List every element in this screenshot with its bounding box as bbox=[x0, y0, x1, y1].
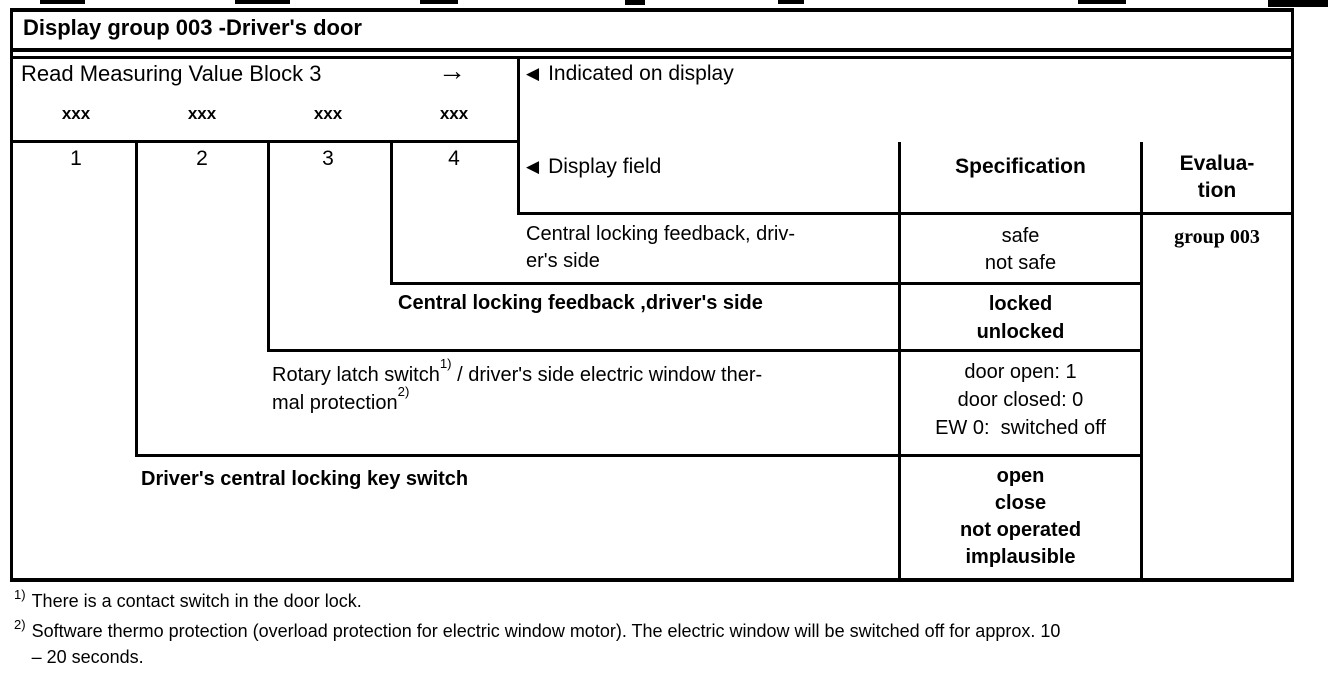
field-number-row: 1 2 3 4 bbox=[13, 147, 517, 171]
display-field-label: ◀Display field bbox=[526, 155, 662, 178]
scan-artifact bbox=[235, 0, 290, 4]
indicated-on-display-label: ◀Indicated on display bbox=[526, 62, 734, 85]
footnote-ref: 2) bbox=[397, 383, 410, 399]
footnote-marker: 1) bbox=[14, 587, 26, 602]
read-box-bottom-border bbox=[10, 140, 520, 143]
display-field-box-left-border bbox=[517, 56, 520, 215]
footnote-text: There is a contact switch in the door lo… bbox=[31, 591, 362, 611]
row-specification: safe not safe bbox=[984, 225, 1057, 274]
field-number: 3 bbox=[322, 147, 334, 170]
scan-artifact bbox=[625, 0, 645, 5]
row-specification: open close not operated implausible bbox=[959, 465, 1082, 568]
outer-top-border bbox=[10, 8, 1294, 12]
scan-artifact bbox=[1078, 0, 1126, 4]
row-1-bottom-border bbox=[390, 282, 1143, 285]
footnote-1: 1) There is a contact switch in the door… bbox=[14, 587, 362, 614]
field-number: 2 bbox=[196, 147, 208, 170]
col-divider-1-2 bbox=[135, 140, 138, 457]
right-arrow-icon: → bbox=[438, 55, 466, 86]
col-divider-2-3 bbox=[267, 140, 270, 352]
row-description: Central locking feedback, driv- er's sid… bbox=[526, 223, 796, 272]
evaluation-value: group 003 bbox=[1174, 226, 1260, 248]
scan-artifact bbox=[40, 0, 85, 4]
row-specification: locked unlocked bbox=[976, 293, 1065, 343]
row-specification: door open: 1 door closed: 0 EW 0: switch… bbox=[935, 361, 1106, 439]
row-3-bottom-border bbox=[135, 454, 1143, 457]
outer-right-border bbox=[1291, 8, 1294, 582]
header-row-bottom-border bbox=[517, 212, 1294, 215]
scan-artifact bbox=[778, 0, 804, 4]
field-number: 4 bbox=[448, 147, 460, 170]
row-description: Central locking feedback ,driver's side bbox=[398, 292, 763, 314]
outer-bottom-border bbox=[10, 578, 1294, 582]
footnote-marker: 2) bbox=[14, 617, 26, 632]
description-line: Rotary latch switch1) / driver's side el… bbox=[272, 355, 763, 386]
title-bottom-border bbox=[10, 48, 1294, 52]
field-number: 1 bbox=[70, 147, 82, 170]
row-description: Driver's central locking key switch bbox=[141, 468, 469, 490]
table-title: Display group 003 -Driver's door bbox=[23, 15, 362, 40]
value-placeholder-row: xxx xxx xxx xxx bbox=[13, 104, 517, 124]
description-line: mal protection2) bbox=[272, 383, 410, 414]
read-block-label: Read Measuring Value Block 3 bbox=[21, 61, 322, 86]
evaluation-header: Evalua- tion bbox=[1179, 152, 1255, 202]
row-description: Rotary latch switch1) / driver's side el… bbox=[272, 355, 896, 417]
footnote-text: Software thermo protection (overload pro… bbox=[31, 621, 1061, 667]
pointer-left-icon: ◀ bbox=[526, 64, 540, 83]
eval-column-divider bbox=[1140, 142, 1143, 578]
row-2-bottom-border bbox=[267, 349, 1143, 352]
scan-artifact bbox=[420, 0, 458, 4]
value-placeholder: xxx bbox=[61, 104, 91, 123]
outer-left-border bbox=[10, 8, 13, 582]
footnote-ref: 1) bbox=[439, 355, 452, 371]
pointer-left-icon: ◀ bbox=[526, 157, 540, 176]
specification-header: Specification bbox=[955, 155, 1086, 178]
value-placeholder: xxx bbox=[439, 104, 469, 123]
footnote-2: 2) Software thermo protection (overload … bbox=[14, 617, 1061, 670]
spec-column-divider bbox=[898, 142, 901, 578]
value-placeholder: xxx bbox=[313, 104, 343, 123]
scan-artifact bbox=[1268, 0, 1328, 7]
col-divider-3-4 bbox=[390, 140, 393, 285]
header-top-border bbox=[10, 56, 1294, 59]
value-placeholder: xxx bbox=[187, 104, 217, 123]
